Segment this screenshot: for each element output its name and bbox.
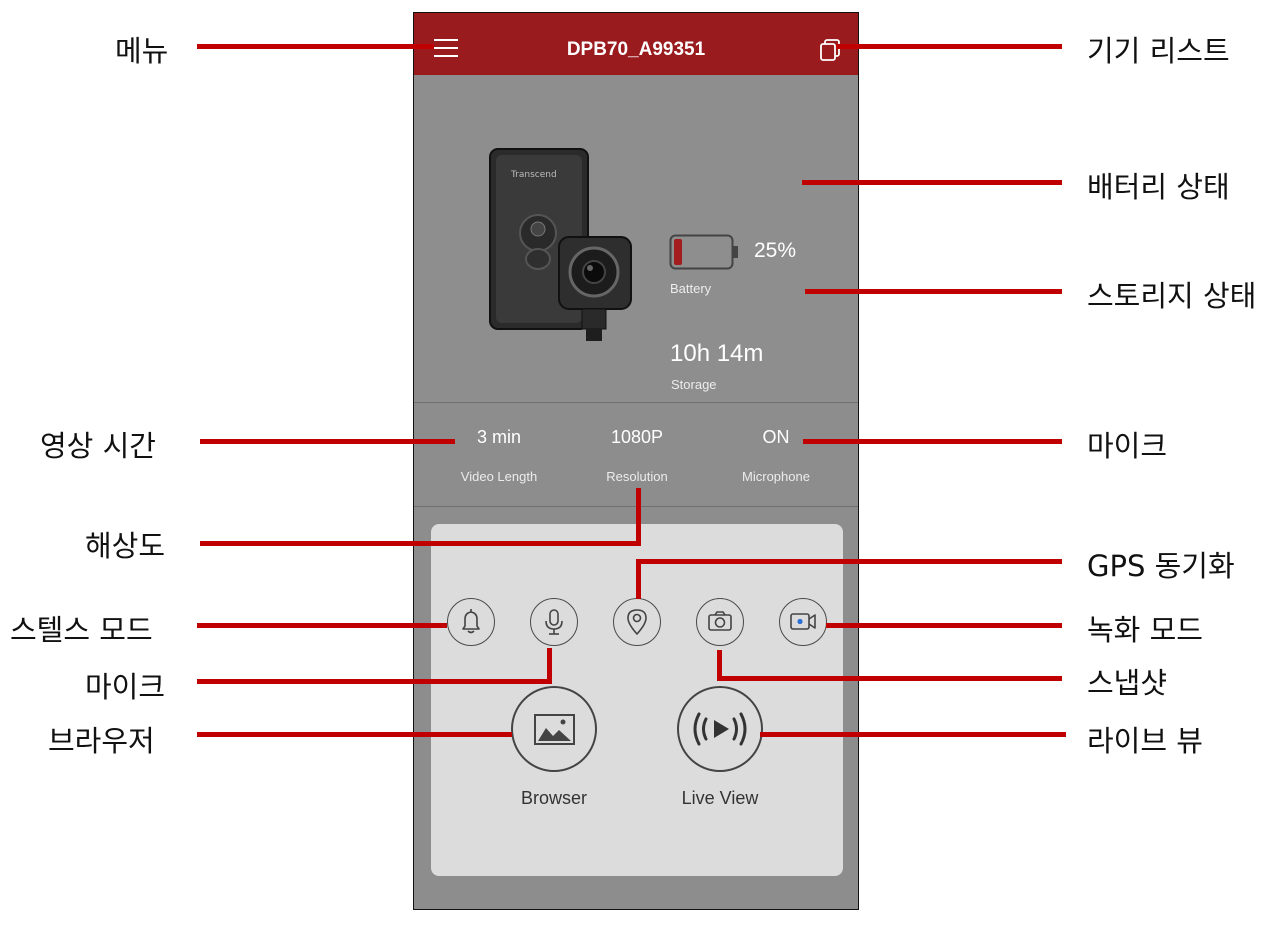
video-camera-icon [790, 613, 816, 630]
live-play-icon [693, 712, 747, 746]
callout-line-menu [197, 44, 434, 49]
callout-line-snapshot-v [717, 650, 722, 681]
storage-label: Storage [671, 377, 717, 392]
image-icon [534, 714, 575, 745]
storage-value: 10h 14m [670, 340, 764, 367]
callout-line-video-length [200, 439, 455, 444]
top-bar: DPB70_A99351 [414, 13, 858, 75]
callout-gps: GPS 동기화 [1087, 549, 1235, 583]
callout-line-stealth [197, 623, 447, 628]
microphone-value: ON [762, 427, 790, 447]
callout-line-storage [805, 289, 1062, 294]
browser-label: Browser [520, 788, 587, 808]
callout-liveview: 라이브 뷰 [1087, 724, 1203, 758]
battery-label: Battery [670, 281, 712, 296]
callout-stealth: 스텔스 모드 [10, 613, 153, 647]
callout-video-length: 영상 시간 [40, 429, 156, 463]
callout-line-mic-button-h [197, 679, 552, 684]
callout-resolution: 해상도 [85, 529, 166, 563]
callout-line-battery [802, 180, 1062, 185]
browser-button[interactable] [511, 686, 597, 772]
callout-line-snapshot-h [717, 676, 1062, 681]
camera-icon [708, 611, 732, 631]
battery-value: 25% [754, 239, 797, 262]
battery-icon [669, 234, 738, 270]
callout-line-microphone [803, 439, 1062, 444]
device-list-icon[interactable] [818, 38, 842, 62]
callout-record: 녹화 모드 [1087, 613, 1203, 647]
callout-line-browser [197, 732, 512, 737]
record-mode-button[interactable] [779, 598, 827, 646]
camera-device-image: Transcend [489, 148, 632, 341]
device-status-area: Transcend 25% Battery 10h 14m Storage [414, 75, 858, 402]
callout-browser: 브라우저 [48, 724, 155, 758]
bell-icon [462, 609, 480, 634]
callout-line-liveview [760, 732, 1066, 737]
callout-line-gps-v [636, 559, 641, 599]
video-length-label: Video Length [460, 469, 538, 484]
callout-device-list: 기기 리스트 [1087, 34, 1230, 68]
callout-battery: 배터리 상태 [1087, 170, 1230, 204]
callout-line-resolution-h [200, 541, 641, 546]
live-view-button[interactable] [677, 686, 763, 772]
location-pin-icon [627, 609, 647, 635]
callout-line-mic-button-v [547, 648, 552, 684]
callout-line-device-list [836, 44, 1062, 49]
divider [414, 402, 858, 403]
callout-line-resolution-v [636, 488, 641, 546]
resolution-label: Resolution [606, 469, 668, 484]
callout-menu: 메뉴 [115, 34, 169, 68]
callout-mic-button: 마이크 [85, 670, 166, 704]
live-view-label: Live View [681, 788, 759, 808]
microphone-button[interactable] [530, 598, 578, 646]
device-name: DPB70_A99351 [566, 39, 706, 60]
snapshot-button[interactable] [696, 598, 744, 646]
callout-line-record [826, 623, 1062, 628]
video-length-value: 3 min [476, 427, 521, 447]
microphone-icon [545, 609, 563, 635]
callout-line-gps-h [636, 559, 1062, 564]
callout-microphone: 마이크 [1087, 429, 1168, 463]
callout-storage: 스토리지 상태 [1087, 279, 1257, 313]
gps-sync-button[interactable] [613, 598, 661, 646]
resolution-value: 1080P [610, 427, 664, 447]
menu-icon[interactable] [434, 39, 458, 57]
stealth-mode-button[interactable] [447, 598, 495, 646]
callout-snapshot: 스냅샷 [1087, 666, 1168, 700]
app-screen: DPB70_A99351 Transcend 25% Batt [413, 12, 859, 910]
svg-text:Transcend: Transcend [510, 170, 557, 180]
microphone-label: Microphone [742, 469, 810, 484]
